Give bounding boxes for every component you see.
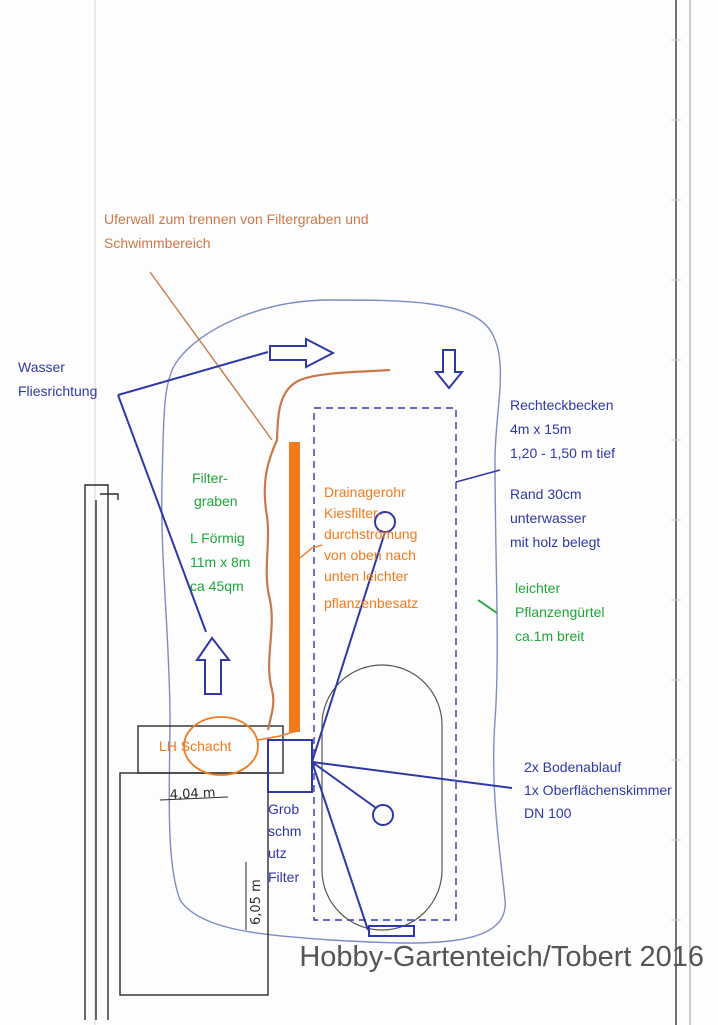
drainage-label-line1: Drainagerohr	[324, 484, 406, 500]
plant-belt-label-line1: leichter	[515, 580, 560, 596]
drainage-label-line3: durchströmung	[324, 526, 417, 542]
rim-label-line2: unterwasser	[510, 510, 587, 526]
pool-label-pointer	[455, 469, 501, 483]
shore-wall-title-line2: Schwimmbereich	[104, 235, 211, 251]
pool-label-line2: 4m x 15m	[510, 421, 571, 437]
dim-width-line	[159, 796, 229, 801]
coarse-filter-box	[267, 739, 313, 793]
rectangular-pool	[313, 407, 457, 921]
drainage-label-line5: unten leichter	[324, 568, 408, 584]
filter-trench-size-line2: 11m x 8m	[190, 554, 250, 570]
surface-skimmer	[368, 925, 415, 937]
lh-shaft-connector	[257, 729, 301, 741]
drainage-pointer	[299, 544, 323, 559]
oval-swim-area	[321, 664, 443, 931]
flow-arrow-right-icon	[269, 337, 336, 369]
rim-label-line3: mit holz belegt	[510, 534, 600, 550]
filter-trench-size-line1: L Förmig	[190, 530, 245, 546]
paper-lines	[94, 0, 691, 1025]
drains-label-line1: 2x Bodenablauf	[524, 759, 621, 775]
pond-outline	[161, 299, 506, 944]
lh-shaft-circle	[183, 716, 259, 776]
dimension-width-label: 4,04 m	[169, 786, 215, 803]
coarse-filter-label-line3: utz	[268, 845, 287, 861]
drains-label-line3: DN 100	[524, 805, 572, 821]
filter-trench-label-line1: Filter-	[192, 470, 228, 486]
drainage-pipe	[289, 442, 300, 732]
lh-shaft-label: LH Schacht	[159, 738, 231, 754]
drains-label-line2: 1x Oberflächenskimmer	[524, 782, 672, 798]
coarse-filter-label-line4: Filter	[268, 869, 299, 885]
pool-label-line3: 1,20 - 1,50 m tief	[510, 445, 615, 461]
plant-belt-label-line3: ca.1m breit	[515, 628, 584, 644]
shore-wall-line	[263, 368, 391, 731]
water-flow-label-line1: Wasser	[18, 359, 65, 375]
plant-belt-label-line2: Pflanzengürtel	[515, 604, 605, 620]
drainage-label-line4: von oben nach	[324, 547, 416, 563]
shore-wall-title-line1: Uferwall zum trennen von Filtergraben un…	[104, 211, 369, 227]
filter-trench-label-line2: graben	[194, 493, 238, 509]
rim-label-line1: Rand 30cm	[510, 486, 582, 502]
paper-tick-marks	[671, 39, 681, 921]
floor-drain-lower	[372, 804, 394, 826]
flow-arrow-down-icon	[433, 349, 465, 390]
drainage-label-line2: Kiesfilter-	[324, 505, 383, 521]
drain-pipes	[311, 531, 513, 931]
flow-pointer-lines	[117, 351, 269, 633]
coarse-filter-label-line1: Grob	[268, 801, 299, 817]
pool-label-line1: Rechteckbecken	[510, 397, 614, 413]
dimension-height-label: 6,05 m	[249, 879, 264, 925]
flow-arrow-up-icon	[195, 636, 232, 695]
drainage-label-line6: pflanzenbesatz	[324, 595, 418, 611]
filter-trench-size-line3: ca 45qm	[190, 578, 244, 594]
water-flow-label-line2: Fliesrichtung	[18, 383, 97, 399]
shore-wall-pointer	[149, 271, 273, 441]
plant-belt-pointer	[477, 599, 498, 614]
coarse-filter-label-line2: schm	[268, 823, 301, 839]
watermark: Hobby-Gartenteich/Tobert 2016	[299, 941, 704, 973]
